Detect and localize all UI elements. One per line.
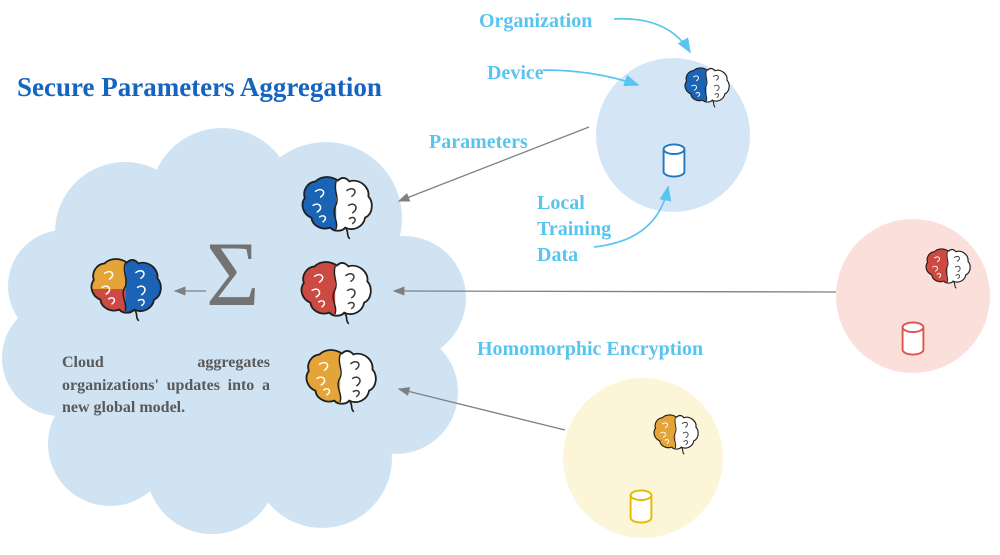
yellow-database-cylinder-icon: [628, 489, 654, 524]
sigma-symbol: Σ: [206, 223, 260, 325]
yellow-update-brain-icon: [300, 347, 382, 413]
cloud-shape: [2, 128, 466, 534]
red-org-device-brain-icon: [922, 247, 974, 289]
red-update-brain-icon: [295, 259, 377, 325]
label-parameters: Parameters: [429, 131, 528, 153]
label-organization: Organization: [479, 10, 593, 32]
red-database-cylinder-icon: [900, 321, 926, 356]
blue-database-cylinder-icon: [661, 143, 687, 178]
page-title: Secure Parameters Aggregation: [17, 72, 382, 102]
label-device: Device: [487, 62, 544, 84]
global-model-brain-icon: [85, 256, 167, 322]
cloud-caption: Cloud aggregates organizations' updates …: [62, 354, 270, 417]
yellow-org-device-brain-icon: [650, 413, 702, 455]
label-homomorphic-encryption: Homomorphic Encryption: [477, 338, 704, 360]
blue-update-brain-icon: [296, 174, 378, 240]
label-local-training-data: Local Training Data: [537, 192, 612, 266]
blue-org-device-brain-icon: [681, 66, 733, 108]
